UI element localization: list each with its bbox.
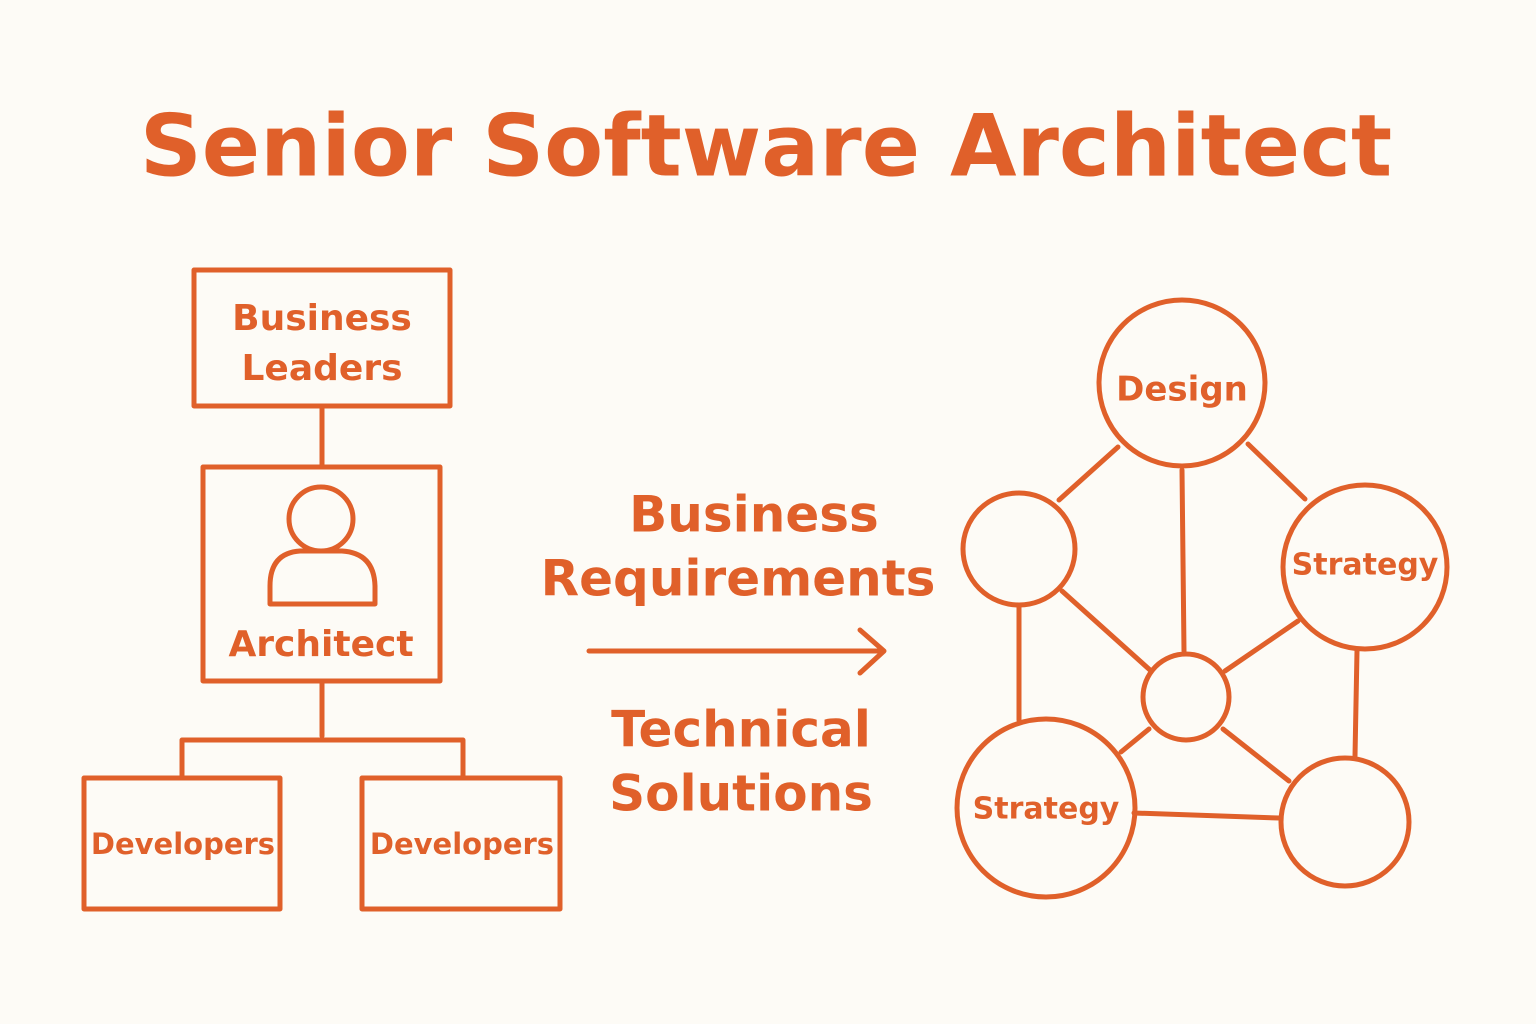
developers-box-right: Developers — [359, 775, 563, 912]
developers-label-right: Developers — [370, 827, 554, 861]
page-title: Senior Software Architect — [140, 96, 1392, 196]
edge-center-bottom-right — [1220, 726, 1292, 784]
input-line-1: Business — [629, 486, 879, 544]
node-strategy-right-label: Strategy — [1292, 548, 1439, 583]
edge-design-strategy-right — [1245, 441, 1308, 502]
node-design: Design — [1096, 297, 1268, 469]
network-nodes: Design Strategy Strategy — [954, 297, 1450, 900]
output-line-1: Technical — [611, 701, 871, 759]
person-icon — [267, 484, 378, 607]
node-bottom-right-empty — [1278, 755, 1412, 889]
network: Design Strategy Strategy — [954, 297, 1450, 900]
business-leaders-box: Business Leaders — [191, 267, 453, 409]
business-leaders-line-1: Business — [232, 298, 412, 339]
edge-left-center — [1059, 588, 1153, 673]
business-leaders-line-2: Leaders — [241, 348, 402, 389]
node-center — [1140, 651, 1232, 743]
edge-strategy-right-center — [1222, 618, 1301, 674]
architect-frame — [200, 464, 443, 684]
developers-frame-right — [359, 775, 563, 912]
node-left-empty — [960, 490, 1078, 608]
org-connectors — [179, 403, 466, 781]
edge-strategy-bottom-bottom-right — [1131, 810, 1282, 821]
edge-design-center — [1179, 467, 1187, 654]
edge-design-left — [1056, 444, 1121, 503]
input-line-2: Requirements — [541, 550, 936, 608]
connector-branch-developers — [179, 737, 466, 781]
edge-center-strategy-bottom — [1118, 726, 1152, 755]
transformation: Business Requirements Technical Solution… — [541, 486, 936, 823]
node-strategy-right: Strategy — [1280, 482, 1450, 652]
edge-strategy-right-bottom-right — [1352, 648, 1360, 759]
developers-box-left: Developers — [81, 775, 283, 912]
node-strategy-bottom-left-label: Strategy — [973, 792, 1120, 827]
network-edges — [1016, 441, 1360, 821]
developers-label-left: Developers — [91, 827, 275, 861]
business-leaders-frame — [191, 267, 453, 409]
org-chart: Business Leaders Architect Developers De… — [81, 267, 563, 912]
arrow-right-icon — [586, 627, 887, 676]
architect-box: Architect — [200, 464, 443, 684]
output-line-2: Solutions — [609, 765, 873, 823]
node-design-label: Design — [1116, 370, 1248, 410]
developers-frame-left — [81, 775, 283, 912]
architect-label: Architect — [228, 624, 413, 665]
node-strategy-bottom-left: Strategy — [954, 716, 1138, 900]
